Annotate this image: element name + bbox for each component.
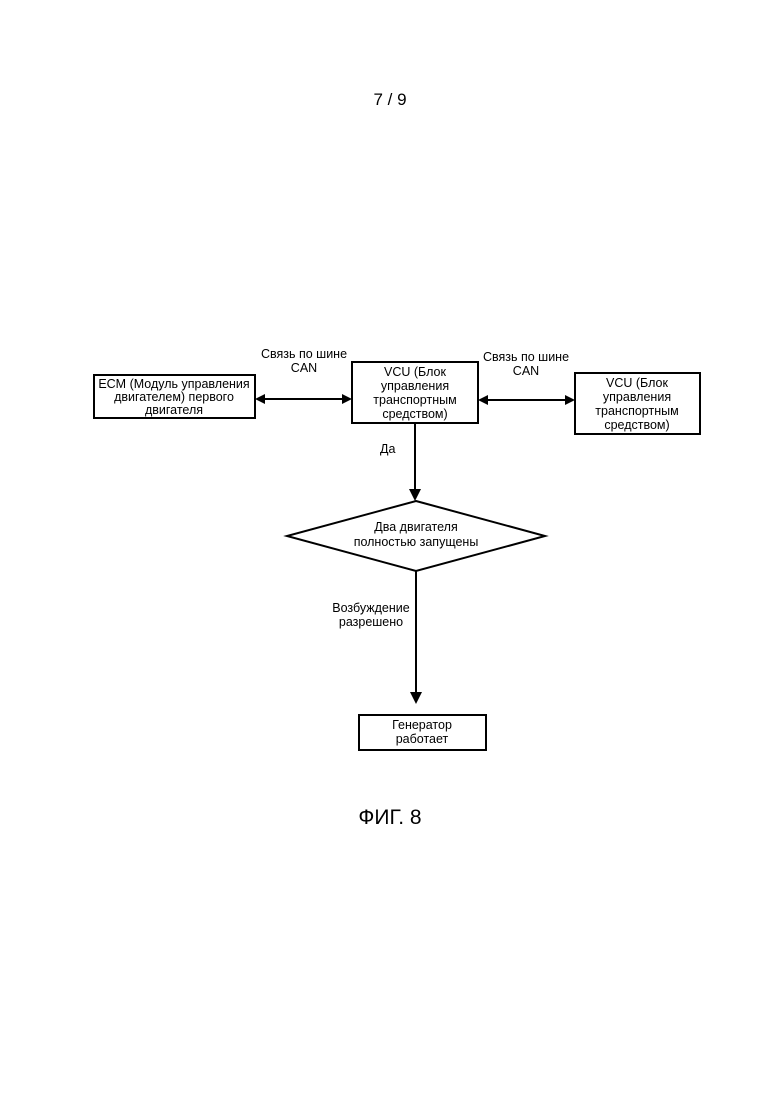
vcu-right-line-2: управления [603, 390, 671, 404]
can-left-line-1: Связь по шине [261, 347, 347, 361]
vcu-right-line-3: транспортным [595, 404, 678, 418]
can-left-arrow [255, 394, 352, 404]
arrowhead-down-icon [410, 692, 422, 704]
ecm-box-line-3: двигателя [145, 403, 203, 417]
vcu-center-line-1: VCU (Блок [384, 365, 446, 379]
ecm-box-line-2: двигателем) первого [114, 390, 234, 404]
ecm-box: ECM (Модуль управления двигателем) перво… [94, 375, 255, 418]
generator-box: Генератор работает [359, 715, 486, 750]
arrow-to-generator [410, 571, 422, 704]
arrowhead-down-icon [409, 489, 421, 501]
can-right-arrow [478, 395, 575, 405]
arrowhead-left-icon [478, 395, 488, 405]
vcu-right-box: VCU (Блок управления транспортным средст… [575, 373, 700, 434]
vcu-right-line-4: средством) [604, 418, 669, 432]
decision-line-1: Два двигателя [374, 520, 457, 534]
arrowhead-right-icon [342, 394, 352, 404]
decision-diamond: Два двигателя полностью запущены [287, 501, 545, 571]
generator-line-2: работает [396, 732, 449, 746]
can-left-line-2: CAN [291, 361, 317, 375]
vcu-center-line-4: средством) [382, 407, 447, 421]
excitation-line-1: Возбуждение [332, 601, 410, 615]
generator-line-1: Генератор [392, 718, 452, 732]
can-right-line-2: CAN [513, 364, 539, 378]
figure-caption: ФИГ. 8 [0, 806, 780, 830]
vcu-center-box: VCU (Блок управления транспортным средст… [352, 362, 478, 423]
vcu-center-line-2: управления [381, 379, 449, 393]
can-right-line-1: Связь по шине [483, 350, 569, 364]
excitation-label: Возбуждение разрешено [332, 601, 410, 629]
vcu-right-line-1: VCU (Блок [606, 376, 668, 390]
arrowhead-left-icon [255, 394, 265, 404]
arrowhead-right-icon [565, 395, 575, 405]
arrow-to-decision [409, 423, 421, 501]
yes-label: Да [380, 442, 395, 456]
excitation-line-2: разрешено [339, 615, 403, 629]
can-right-label: Связь по шине CAN [483, 350, 569, 378]
vcu-center-line-3: транспортным [373, 393, 456, 407]
can-left-label: Связь по шине CAN [261, 347, 347, 375]
ecm-box-line-1: ECM (Модуль управления [98, 377, 249, 391]
decision-line-2: полностью запущены [354, 535, 479, 549]
